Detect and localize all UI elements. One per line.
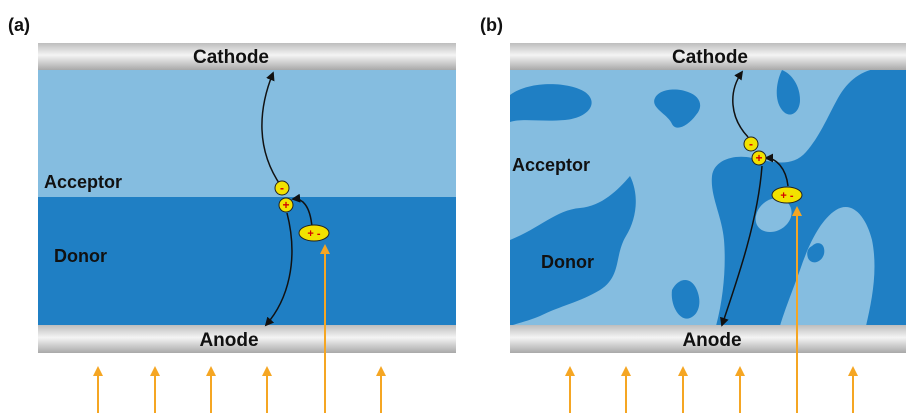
- panel-a-hole-path: [264, 212, 293, 327]
- panel-b-electron: [743, 136, 759, 152]
- panel-b-anode: [510, 325, 906, 353]
- panel-b-donor-label: Donor: [541, 252, 594, 272]
- panel-b-electron-sign: -: [749, 137, 753, 151]
- panel-a-donor-label: Donor: [54, 246, 107, 266]
- panel-a-acceptor-label: Acceptor: [44, 172, 122, 192]
- panel-b-exciton: [771, 186, 803, 204]
- panel-b-hole-sign: +: [755, 151, 762, 165]
- panel-b: (b) Cathode Anode Acceptor Donor: [480, 15, 906, 413]
- panel-b-electron-path: [732, 70, 749, 138]
- panel-b-cathode-label: Cathode: [672, 47, 748, 68]
- panel-b-dissociation-arrow: [764, 153, 789, 187]
- panel-a-donor-layer: [38, 197, 456, 325]
- panel-a-electron-path: [261, 71, 282, 187]
- panel-b-donor-domain: [671, 279, 700, 319]
- panel-a-hole: [278, 197, 294, 213]
- panel-a: (a) Cathode Anode Acceptor Donor - + + -: [8, 15, 456, 413]
- panel-b-donor-domains: [510, 68, 906, 326]
- panel-a-cathode: [38, 43, 456, 70]
- panel-a-exciton: [298, 224, 330, 242]
- panel-b-tag: (b): [480, 15, 503, 35]
- panel-b-donor-domain: [510, 84, 592, 122]
- panel-b-anode-label: Anode: [682, 330, 741, 351]
- panel-a-tag: (a): [8, 15, 30, 35]
- panel-b-hole-path: [720, 165, 763, 327]
- panel-a-light-arrows: [93, 244, 386, 413]
- panel-b-donor-domain: [711, 68, 906, 326]
- panel-a-anode-label: Anode: [199, 330, 258, 351]
- panel-b-donor-domain: [654, 89, 701, 128]
- panel-b-light-arrows: [565, 206, 858, 413]
- panel-a-electron: [274, 180, 290, 196]
- panel-a-anode: [38, 325, 456, 353]
- panel-b-cathode: [510, 43, 906, 70]
- panel-b-donor-domain: [510, 176, 636, 326]
- panel-b-hole: [751, 150, 767, 166]
- panel-b-donor-domain: [776, 70, 800, 115]
- panel-a-hole-sign: +: [282, 198, 289, 212]
- panel-b-acceptor-island: [755, 198, 792, 232]
- panel-a-dissociation-arrow: [291, 193, 313, 228]
- panel-a-acceptor-layer: [38, 69, 456, 197]
- panel-b-acceptor-label: Acceptor: [512, 155, 590, 175]
- panel-a-electron-sign: -: [280, 181, 284, 195]
- panel-b-exciton-signs: + -: [780, 190, 793, 202]
- panel-a-exciton-signs: + -: [307, 228, 320, 240]
- panel-a-cathode-label: Cathode: [193, 47, 269, 68]
- panel-b-donor-domain: [807, 243, 825, 263]
